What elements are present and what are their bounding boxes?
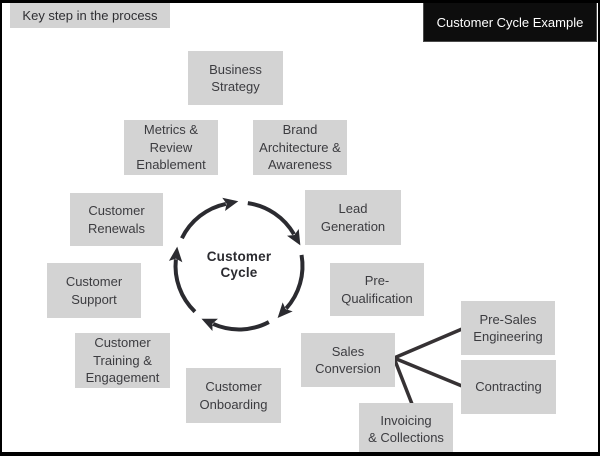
cycle-arrows-icon bbox=[168, 197, 305, 332]
frame-border-bottom bbox=[0, 452, 600, 456]
key-step-label: Key step in the process bbox=[10, 3, 170, 28]
cycle-center-label: Customer Cycle bbox=[206, 249, 272, 280]
frame-border-left bbox=[0, 0, 2, 456]
frame-border-right bbox=[598, 0, 600, 456]
process-box-customer-training-engagement: Customer Training & Engagement bbox=[75, 333, 170, 388]
cycle-arc-segment bbox=[247, 201, 301, 246]
process-box-lead-generation: Lead Generation bbox=[305, 190, 401, 245]
process-box-sales-conversion: Sales Conversion bbox=[301, 333, 395, 387]
process-box-pre-qualification: Pre- Qualification bbox=[330, 263, 424, 316]
frame-border-top bbox=[0, 0, 600, 3]
process-box-contracting: Contracting bbox=[461, 360, 556, 414]
sales-conversion-connectors bbox=[392, 327, 463, 405]
process-box-business-strategy: Business Strategy bbox=[188, 51, 283, 105]
process-box-customer-renewals: Customer Renewals bbox=[70, 193, 163, 246]
cycle-arc-segment bbox=[277, 254, 305, 318]
process-box-customer-onboarding: Customer Onboarding bbox=[186, 368, 281, 423]
cycle-arc-segment bbox=[180, 197, 239, 240]
cycle-arc-segment bbox=[168, 246, 197, 314]
process-box-pre-sales-engineering: Pre-Sales Engineering bbox=[461, 301, 555, 355]
connector-sales-to-contracting bbox=[393, 356, 463, 388]
connector-sales-to-invoicing bbox=[392, 357, 414, 405]
cycle-arc-segment bbox=[201, 318, 270, 332]
process-box-invoicing-collections: Invoicing & Collections bbox=[359, 403, 453, 455]
process-box-metrics-review-enablement: Metrics & Review Enablement bbox=[124, 120, 218, 175]
process-box-brand-architecture-awareness: Brand Architecture & Awareness bbox=[253, 120, 347, 175]
title-badge: Customer Cycle Example bbox=[423, 2, 597, 42]
process-box-customer-support: Customer Support bbox=[47, 263, 141, 318]
connector-sales-to-presales-engineering bbox=[393, 327, 463, 360]
